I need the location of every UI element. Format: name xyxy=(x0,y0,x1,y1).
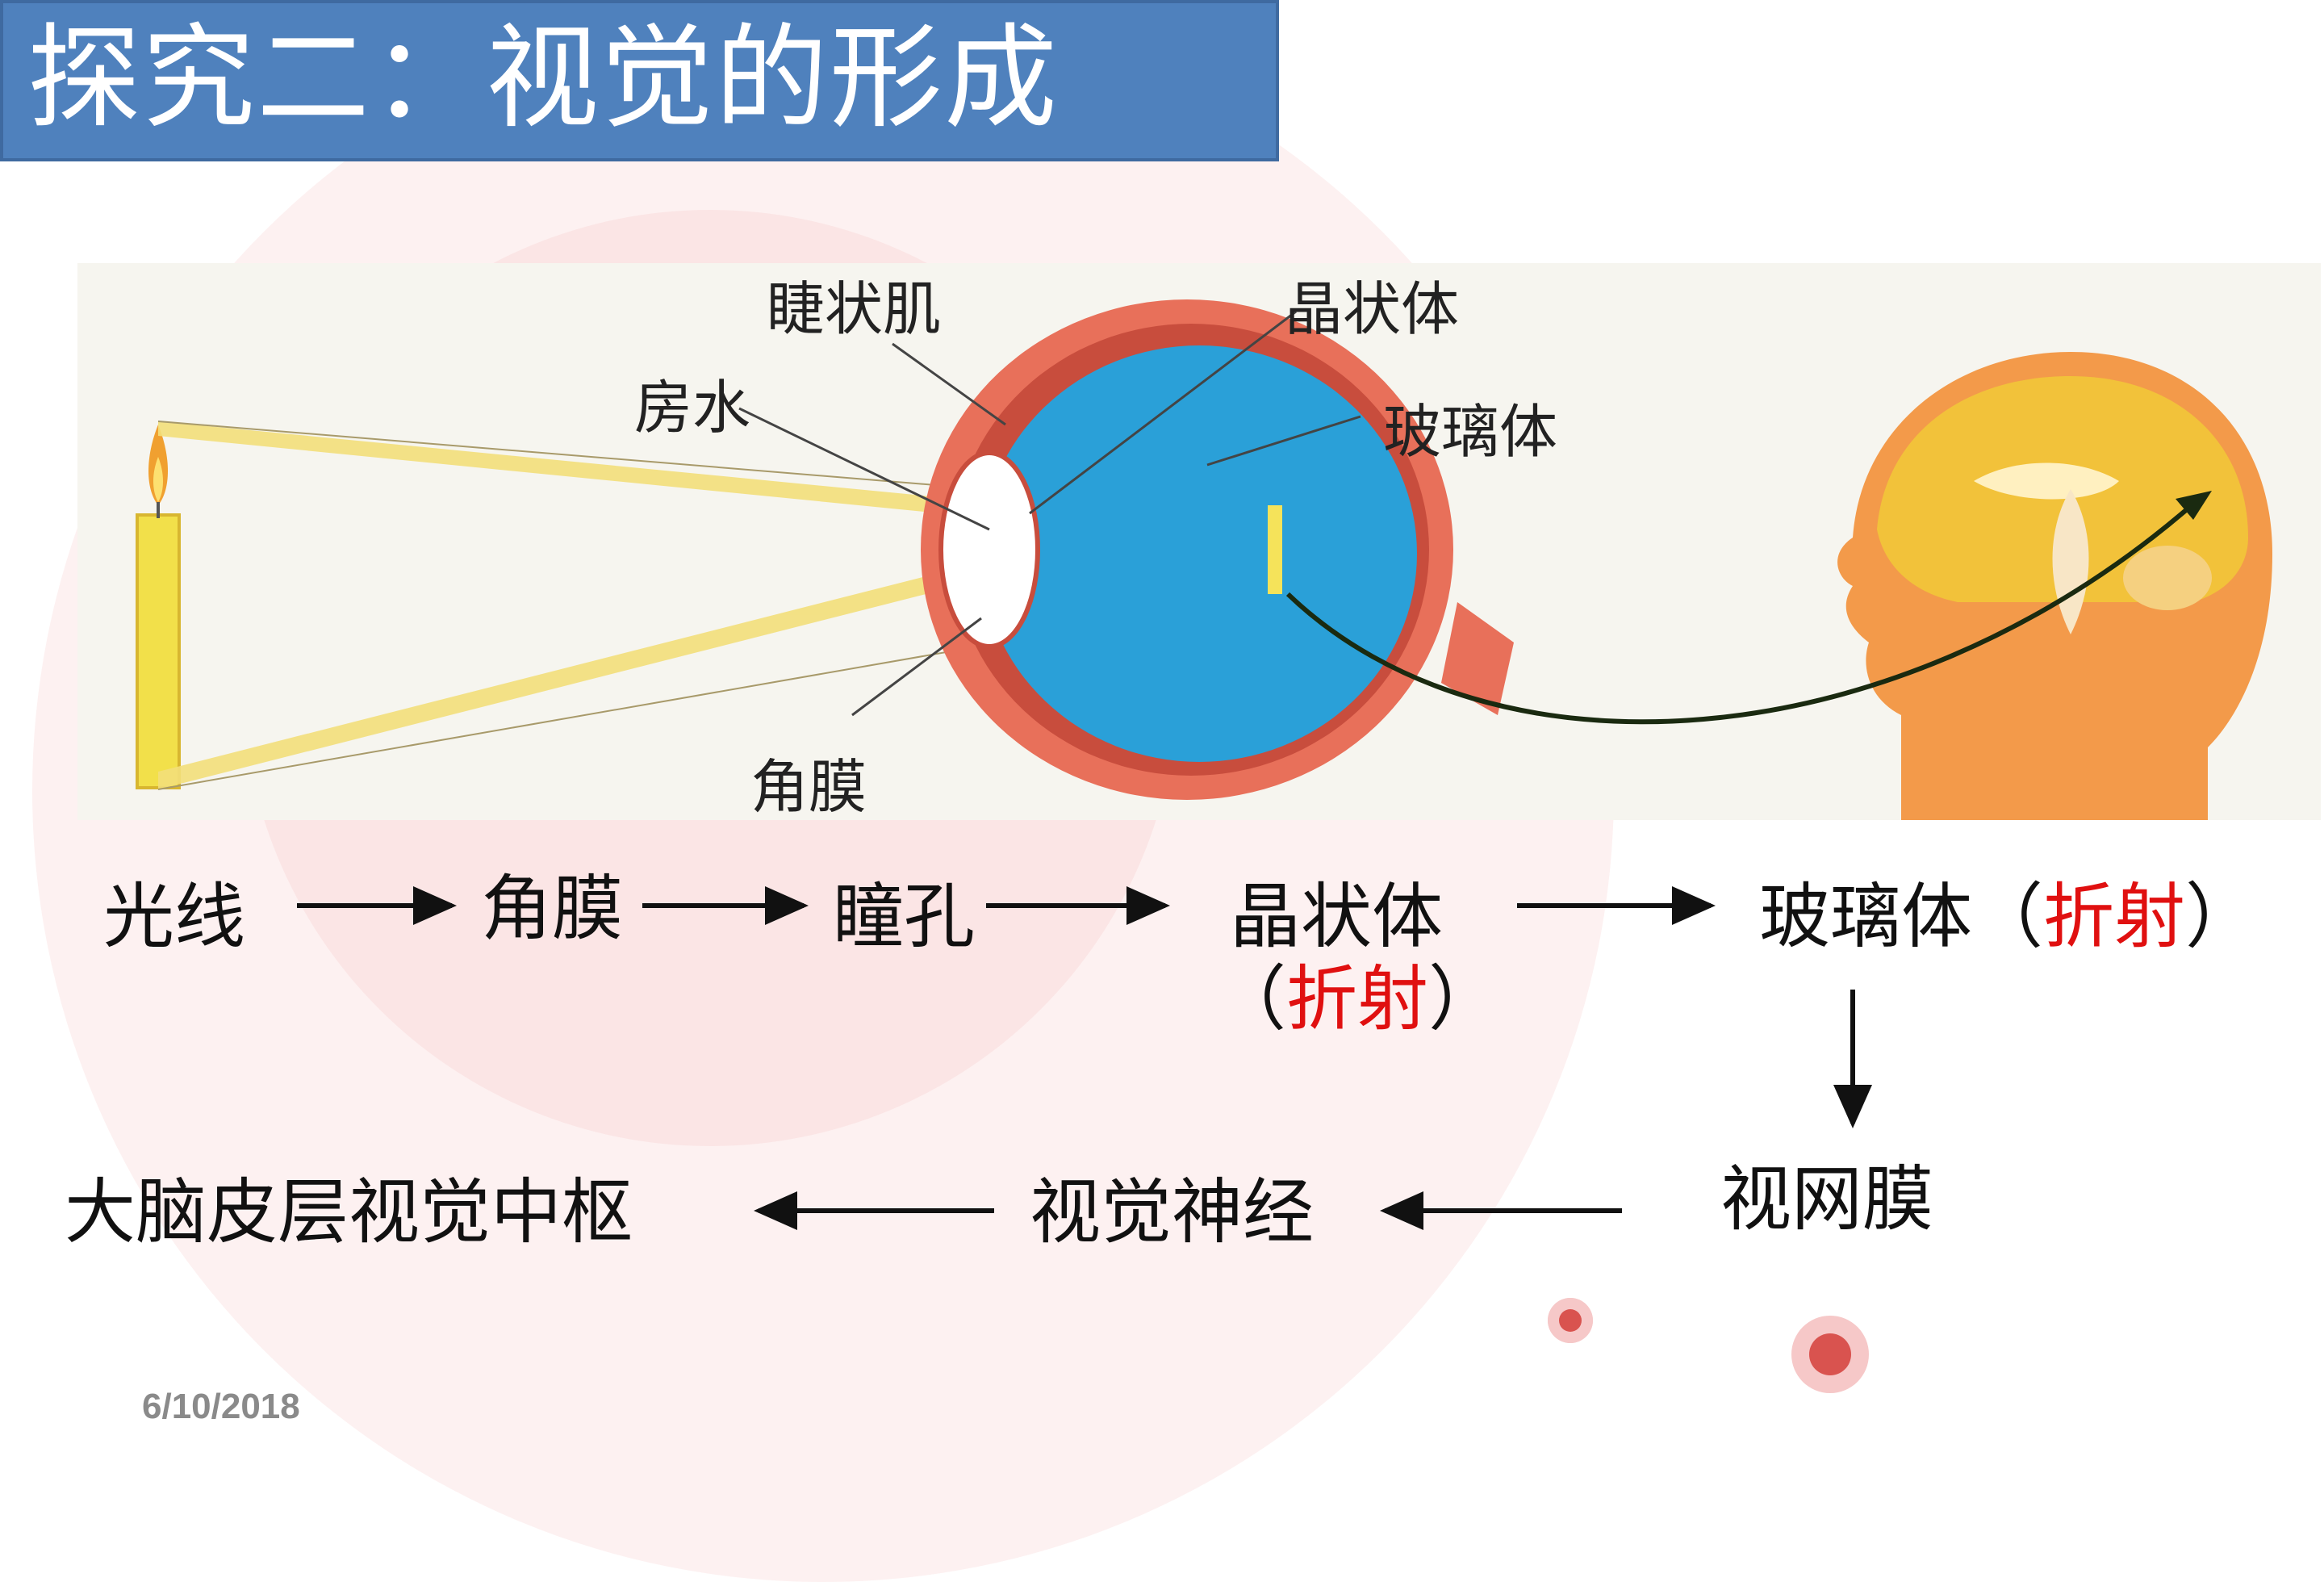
paren-open: （ xyxy=(1215,957,1287,1040)
label-pointers xyxy=(738,310,1361,717)
flow-lens: 晶状体 xyxy=(1230,875,1444,958)
label-aqueous-humor: 房水 xyxy=(634,374,751,442)
decorative-dot-small xyxy=(1548,1298,1593,1343)
refraction-label-lens: 折射 xyxy=(1286,957,1429,1040)
flow-cornea: 角膜 xyxy=(481,867,624,950)
slide-date: 6/10/2018 xyxy=(142,1387,300,1426)
flow-optic-nerve: 视觉神经 xyxy=(1030,1170,1315,1253)
flow-pupil: 瞳孔 xyxy=(833,875,976,958)
title-bar: 探究二：视觉的形成 xyxy=(0,0,1279,161)
refraction-label-vitreous: 折射 xyxy=(2043,875,2186,958)
eyeball xyxy=(921,299,1514,800)
flow-retina: 视网膜 xyxy=(1720,1157,1934,1241)
label-vitreous-body: 玻璃体 xyxy=(1383,398,1558,466)
vitreous-text: 玻璃体（ xyxy=(1759,875,2044,958)
paren-close: ） xyxy=(1428,957,1500,1040)
flow-vitreous: 玻璃体（折射） xyxy=(1759,877,2256,957)
decorative-dot-large xyxy=(1791,1316,1869,1393)
flow-lens-refraction: （折射） xyxy=(1215,959,1499,1040)
flow-visual-cortex: 大脑皮层视觉中枢 xyxy=(65,1170,633,1253)
nerve-signal-arrow xyxy=(1285,491,2212,725)
label-lens: 晶状体 xyxy=(1285,275,1460,343)
human-head xyxy=(1837,352,2272,820)
vitreous-paren-close: ） xyxy=(2185,875,2257,958)
flow-arrows xyxy=(297,886,1872,1230)
candle-icon xyxy=(136,425,181,789)
eye-vision-diagram xyxy=(77,263,2321,820)
slide-title: 探究二：视觉的形成 xyxy=(27,13,1060,144)
label-ciliary-muscle: 睫状肌 xyxy=(767,275,942,343)
flow-light: 光线 xyxy=(103,875,246,958)
label-cornea: 角膜 xyxy=(750,753,867,821)
